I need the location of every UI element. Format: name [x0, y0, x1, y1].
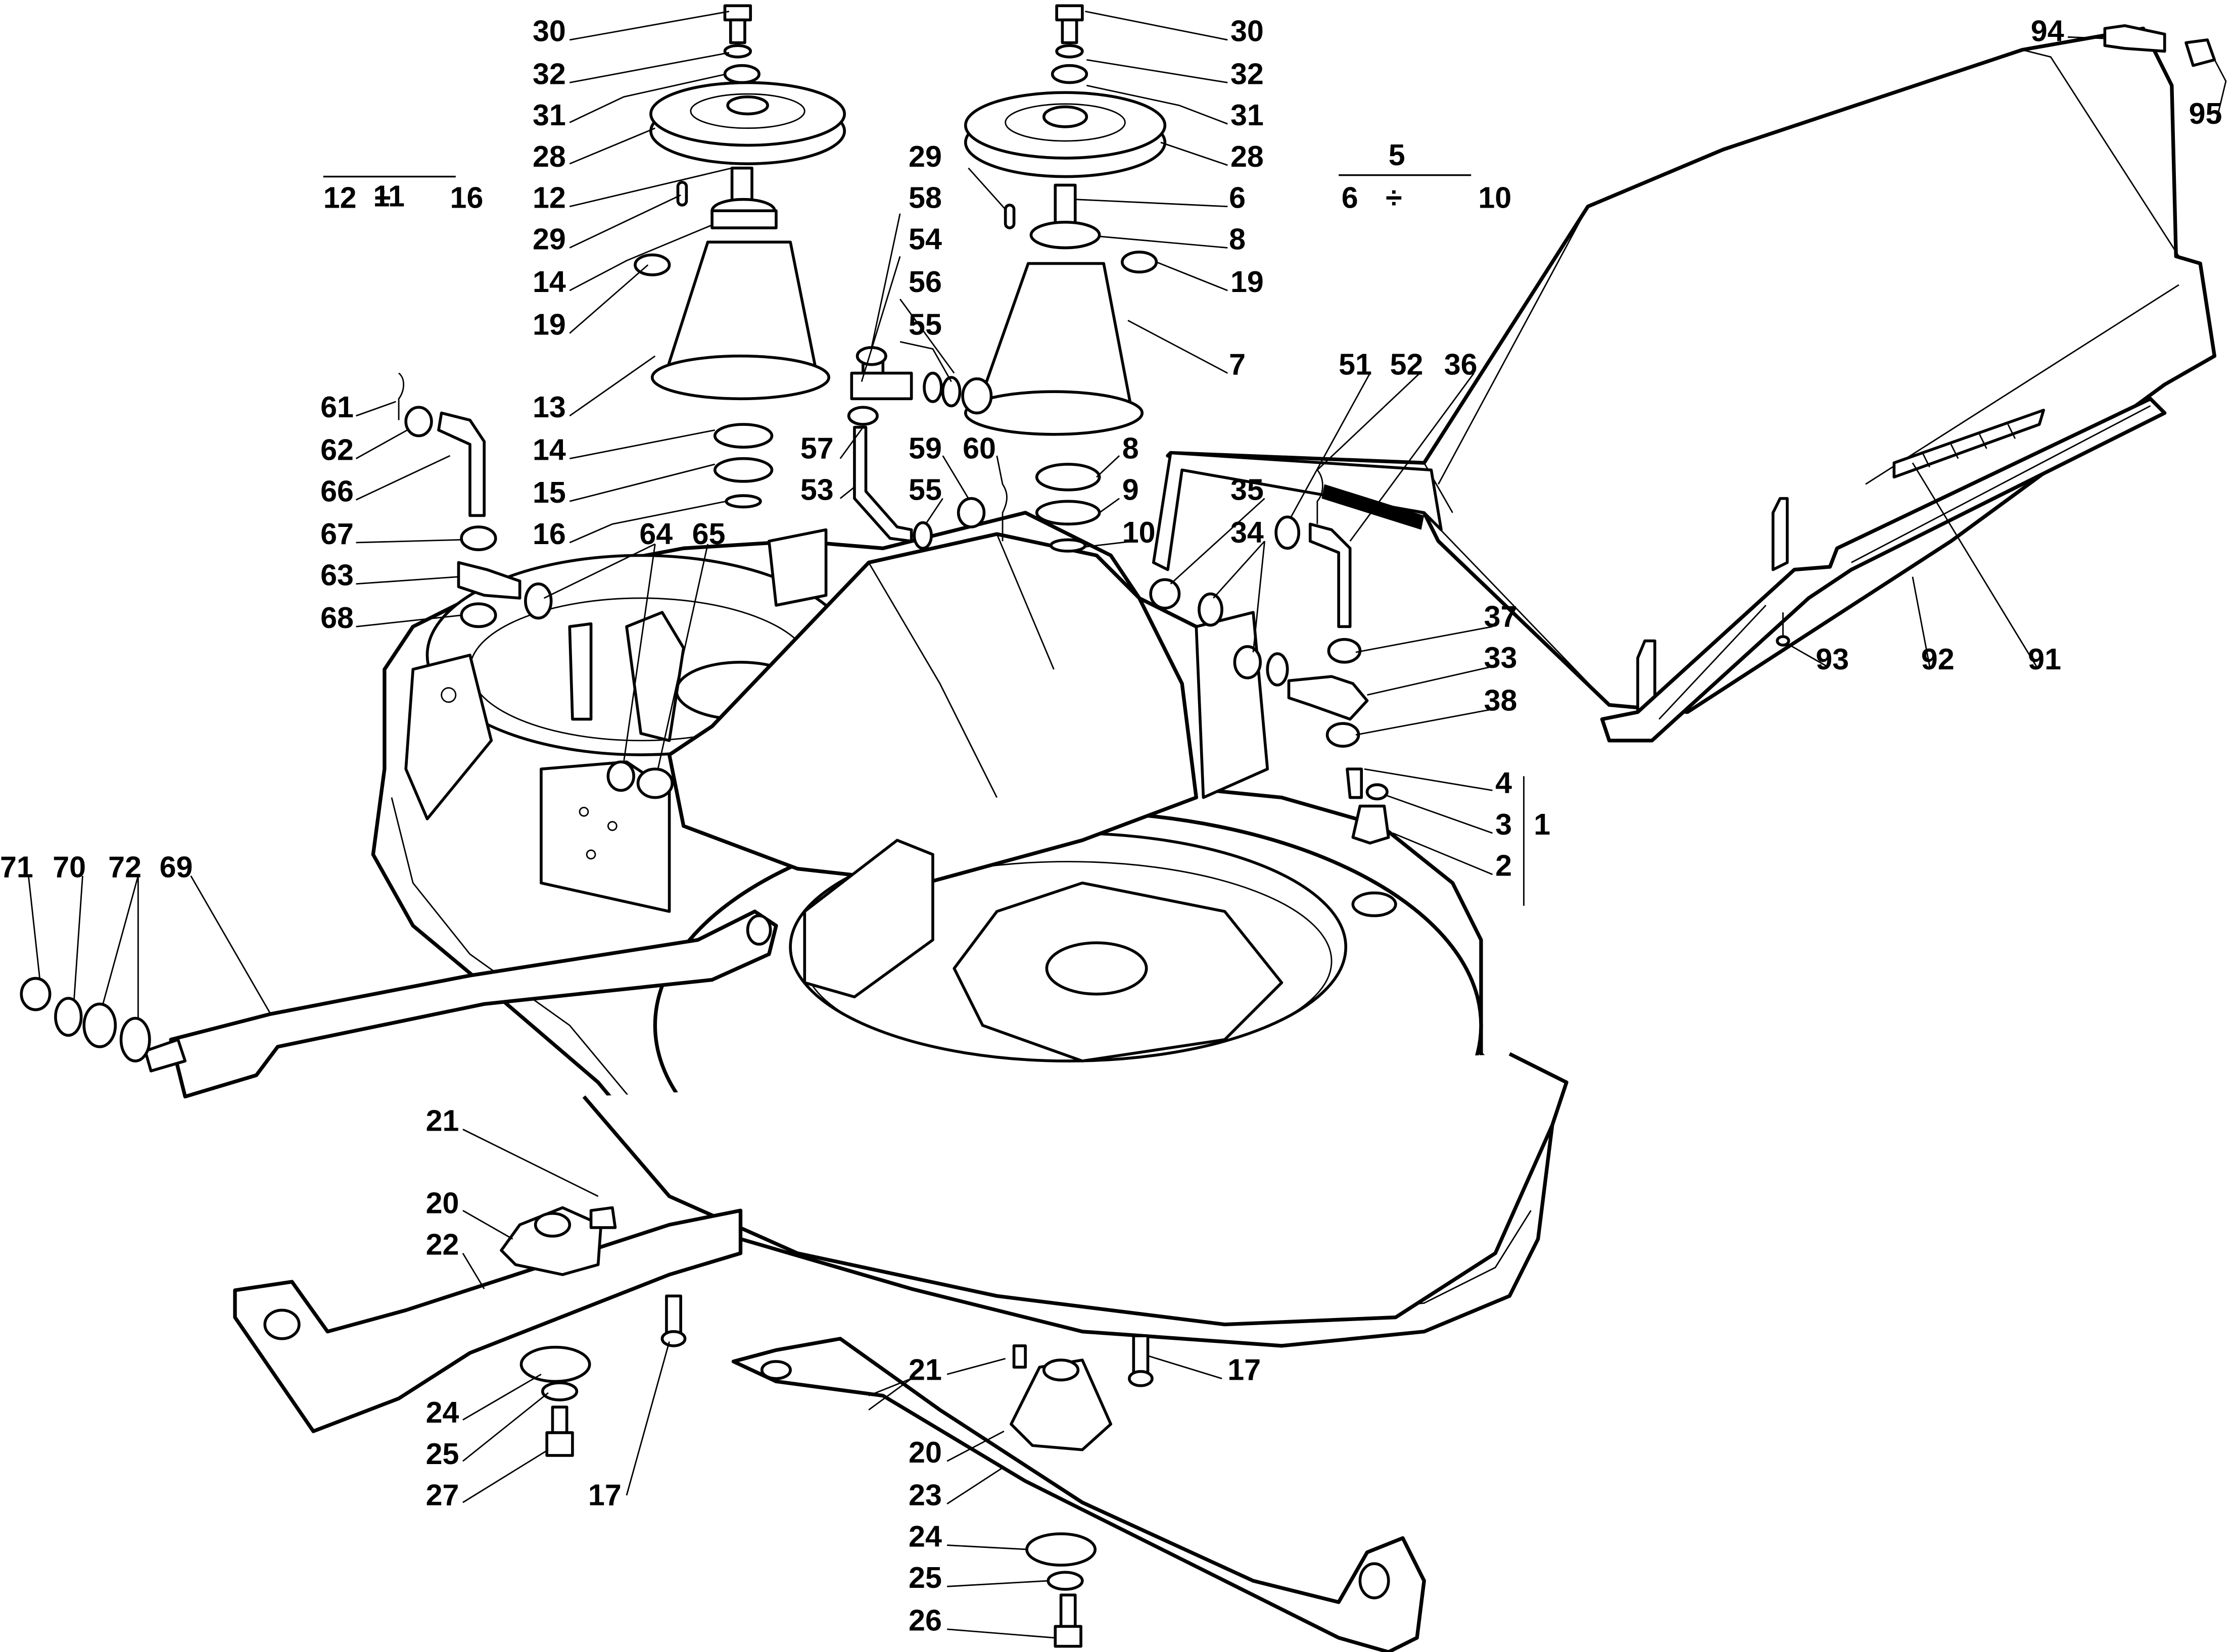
callout-labels: 30 32 31 28 12 29 14 19 13 14 15 16 30 3…	[0, 14, 2222, 1637]
callout-3: 3	[1495, 807, 1512, 841]
callout-right-32: 32	[1230, 57, 1264, 90]
callout-right-blade-23: 23	[909, 1478, 942, 1512]
callout-51: 51	[1339, 347, 1372, 381]
link-arm	[20, 909, 778, 1099]
callout-56: 56	[909, 265, 942, 299]
hardware	[398, 24, 2216, 845]
callout-37: 37	[1484, 599, 1517, 633]
callout-63: 63	[320, 558, 354, 592]
callout-94: 94	[2031, 14, 2064, 48]
callout-left-32: 32	[533, 57, 566, 90]
callout-right-7: 7	[1229, 347, 1246, 381]
callout-55a: 55	[909, 307, 942, 341]
callout-right-blade-24: 24	[909, 1519, 942, 1553]
callout-right-9: 9	[1122, 472, 1139, 506]
callout-36: 36	[1444, 347, 1478, 381]
leader-lines	[27, 11, 2227, 1639]
group-5-sep: ÷	[1386, 181, 1402, 215]
callout-left-blade-21: 21	[426, 1103, 459, 1137]
callout-69: 69	[160, 850, 193, 884]
right-spindle	[964, 4, 1167, 553]
callout-left-blade-22: 22	[426, 1228, 459, 1261]
callout-38: 38	[1484, 684, 1517, 717]
callout-left-14b: 14	[533, 433, 566, 467]
callout-93: 93	[1816, 642, 1849, 676]
callout-left-29: 29	[533, 222, 566, 256]
callout-left-31: 31	[533, 98, 566, 132]
callout-right-blade-21: 21	[909, 1353, 942, 1387]
callout-left-12: 12	[533, 181, 566, 215]
callout-68: 68	[320, 601, 354, 635]
callout-left-14a: 14	[533, 265, 566, 299]
callout-left-16: 16	[533, 517, 566, 551]
callout-left-19: 19	[533, 307, 566, 341]
callout-72: 72	[108, 850, 141, 884]
callout-2: 2	[1495, 849, 1512, 883]
callout-60: 60	[963, 431, 996, 465]
group-5-from: 6	[1342, 181, 1358, 215]
callout-right-28: 28	[1230, 139, 1264, 173]
group-11-from: 12	[323, 181, 357, 215]
callout-59: 59	[909, 431, 942, 465]
callout-right-8b: 8	[1122, 431, 1139, 465]
callout-right-10: 10	[1122, 515, 1156, 549]
belt-cover	[1152, 26, 2217, 743]
callout-left-blade-20: 20	[426, 1186, 459, 1220]
left-spindle	[634, 4, 846, 509]
callout-95: 95	[2189, 96, 2222, 130]
left-blade	[233, 1206, 743, 1457]
callout-53: 53	[800, 472, 834, 506]
group-11-to: 16	[450, 181, 484, 215]
callout-64: 64	[639, 517, 673, 551]
callout-4: 4	[1495, 766, 1512, 800]
callout-right-8a: 8	[1229, 222, 1246, 256]
callout-34: 34	[1230, 515, 1264, 549]
group-11-label: 11	[373, 179, 405, 213]
callout-62: 62	[320, 433, 354, 467]
callout-71: 71	[0, 850, 33, 884]
callout-66: 66	[320, 474, 354, 508]
callout-57: 57	[800, 431, 834, 465]
callout-left-blade-17: 17	[588, 1478, 622, 1512]
callout-right-6: 6	[1229, 181, 1246, 215]
right-blade	[731, 1334, 1426, 1652]
callout-54: 54	[909, 222, 942, 256]
group-5-to: 10	[1478, 181, 1511, 215]
callout-right-blade-26: 26	[909, 1604, 942, 1637]
callout-1: 1	[1534, 807, 1550, 841]
callout-right-29: 29	[909, 139, 942, 173]
callout-left-30: 30	[533, 14, 566, 48]
callout-92: 92	[1921, 642, 1955, 676]
callout-right-blade-25: 25	[909, 1561, 942, 1594]
callout-left-13: 13	[533, 390, 566, 424]
callout-left-28: 28	[533, 139, 566, 173]
callout-right-31: 31	[1230, 98, 1264, 132]
callout-33: 33	[1484, 641, 1517, 674]
callout-35: 35	[1230, 472, 1264, 506]
callout-61: 61	[320, 390, 354, 424]
callout-right-19: 19	[1230, 265, 1264, 299]
callout-left-blade-24: 24	[426, 1395, 459, 1429]
callout-left-blade-27: 27	[426, 1478, 459, 1512]
callout-52: 52	[1390, 347, 1423, 381]
callout-55b: 55	[909, 472, 942, 506]
group-5-label: 5	[1389, 138, 1405, 172]
callout-67: 67	[320, 517, 354, 551]
callout-65: 65	[692, 517, 726, 551]
callout-91: 91	[2028, 642, 2061, 676]
callout-left-15: 15	[533, 475, 566, 509]
callout-right-blade-17: 17	[1227, 1353, 1261, 1387]
group-11-marker: 11 12 ÷ 16	[323, 175, 484, 215]
group-11-sep: ÷	[374, 181, 391, 215]
callout-right-30: 30	[1230, 14, 1264, 48]
callout-right-blade-20: 20	[909, 1435, 942, 1469]
callout-70: 70	[53, 850, 86, 884]
group-5-marker: 5 6 ÷ 10	[1339, 138, 1511, 215]
callout-left-blade-25: 25	[426, 1437, 459, 1471]
callout-58: 58	[909, 181, 942, 215]
